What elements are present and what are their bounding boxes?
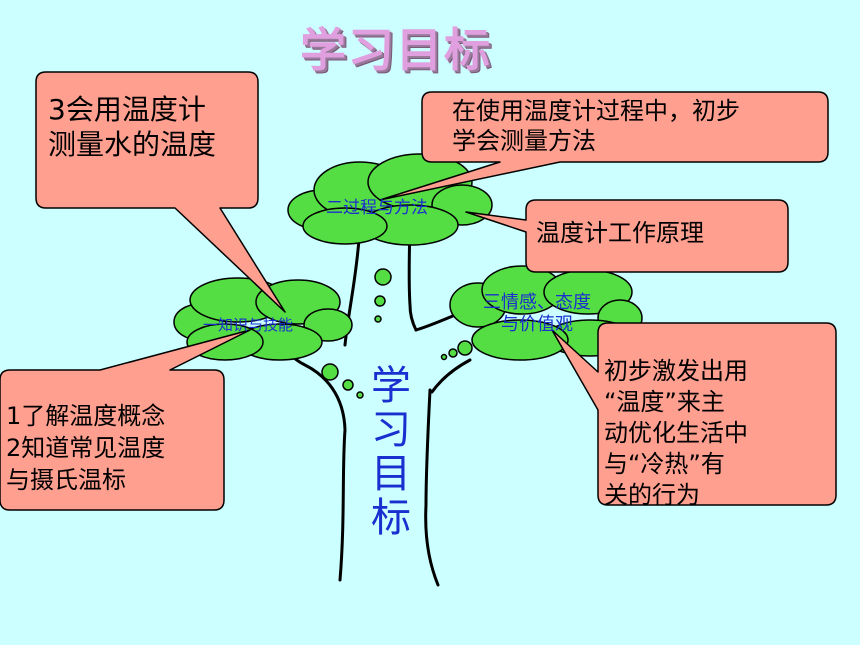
branch-label-knowledge: 一知识与技能 [203,316,294,334]
callout-line: “温度”来主 [604,388,725,416]
callout-line: 测量水的温度 [48,128,217,161]
branch-label-process: 二过程与方法 [326,198,428,218]
trunk-char: 标 [371,495,411,541]
callout-knowledge-bottom: 1了解温度概念 2知道常见温度 与摄氏温标 [6,400,165,496]
page-title: 学习目标 [300,23,492,77]
callout-process-right: 温度计工作原理 [536,218,704,248]
callout-line: 与“冷热”有 [604,450,725,478]
branch-label-emotion: 三情感、态度 与价值观 [483,292,591,335]
thought-bubbles [321,268,473,399]
callout-line: 在使用温度计过程中，初步 [452,97,740,125]
callout-line: 1了解温度概念 [6,402,166,430]
callout-knowledge-top: 3会用温度计 测量水的温度 [48,92,216,162]
callout-line: 2知道常见温度 [6,434,166,462]
callout-line: 初步激发出用 [604,357,748,385]
callout-process-top: 在使用温度计过程中，初步 学会测量方法 [452,96,740,156]
callout-line: 3会用温度计 [48,93,206,126]
callout-emotion-right: 初步激发出用 “温度”来主 动优化生活中 与“冷热”有 关的行为 [604,356,748,511]
trunk-char: 目 [371,451,411,497]
callout-line: 动优化生活中 [604,419,748,447]
branch-label-line: 与价值观 [501,313,573,335]
callout-line: 温度计工作原理 [536,219,704,247]
branch-label-line: 三情感、态度 [483,292,591,313]
trunk-char: 习 [371,407,411,453]
callout-line: 关的行为 [604,481,700,509]
trunk-label: 学 习 目 标 [366,364,416,540]
callout-line: 学会测量方法 [452,127,596,155]
callout-shapes [0,71,837,511]
callout-line: 与摄氏温标 [6,466,126,494]
trunk-char: 学 [371,363,411,409]
